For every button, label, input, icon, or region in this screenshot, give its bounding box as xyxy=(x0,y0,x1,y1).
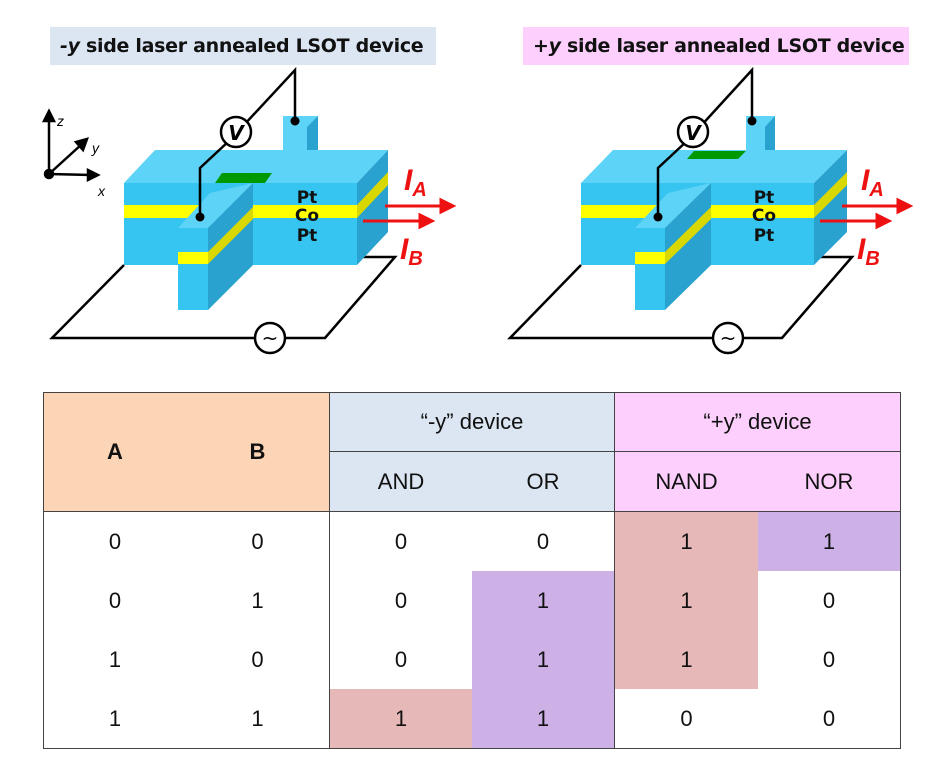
voltmeter-icon xyxy=(676,115,710,149)
layer-label-pt-top: Pt xyxy=(297,188,318,208)
cell-or: 1 xyxy=(472,689,615,749)
ac-source-symbol: ~ xyxy=(720,326,737,350)
left-device-title: -y side laser annealed LSOT device xyxy=(50,27,436,65)
voltmeter-icon xyxy=(219,115,253,149)
title-axis-label: +y xyxy=(533,35,561,57)
ac-source-icon xyxy=(253,321,287,355)
laser-spot xyxy=(687,151,746,159)
cell-b: 1 xyxy=(186,571,330,630)
title-text: side laser annealed LSOT device xyxy=(560,35,905,57)
current-b-label: IB xyxy=(857,233,880,270)
cell-nand: 1 xyxy=(614,630,758,689)
truth-table: A B “-y” device “+y” device AND OR NAND … xyxy=(43,392,901,749)
cell-b: 0 xyxy=(186,630,330,689)
title-axis-label: -y xyxy=(60,35,80,57)
cell-or: 1 xyxy=(472,630,615,689)
right-device-diagram: ~ Pt Co Pt V IA IB xyxy=(507,66,914,355)
cell-or: 1 xyxy=(472,571,615,630)
cell-and: 0 xyxy=(394,646,408,672)
axis-z-label: z xyxy=(56,113,64,129)
voltmeter-symbol: V xyxy=(685,121,702,145)
cell-a: 1 xyxy=(43,689,186,749)
layer-label-pt-bottom: Pt xyxy=(754,226,775,246)
cell-b: 1 xyxy=(186,689,330,749)
table-row: 0 0 0 0 1 1 xyxy=(43,511,901,571)
circuit-wire xyxy=(286,255,398,340)
cell-a: 0 xyxy=(43,571,186,630)
cell-nor: 0 xyxy=(758,571,901,630)
cell-nor: 1 xyxy=(758,511,901,571)
cell-and: 0 xyxy=(394,587,408,613)
header-or: OR xyxy=(472,451,615,512)
header-neg-y-device: “-y” device xyxy=(329,392,615,452)
layer-label-co: Co xyxy=(295,206,319,226)
current-arrows xyxy=(363,197,457,230)
current-a-label: IA xyxy=(404,164,427,201)
table-row: 1 0 0 1 1 0 xyxy=(43,630,901,689)
layer-label-pt-bottom: Pt xyxy=(297,226,318,246)
table-row: 0 1 0 1 1 0 xyxy=(43,571,901,630)
current-arrows xyxy=(820,197,914,230)
axis-x-label: x xyxy=(97,183,106,199)
axes-icon xyxy=(41,108,101,183)
voltmeter-symbol: V xyxy=(228,121,245,145)
layer-label-pt-top: Pt xyxy=(754,188,775,208)
cell-a: 1 xyxy=(43,630,186,689)
header-pos-y-device: “+y” device xyxy=(614,392,901,452)
header-a: A xyxy=(43,392,186,512)
cell-nor: 0 xyxy=(758,689,901,749)
cell-and: 1 xyxy=(329,689,472,749)
cell-nand: 1 xyxy=(614,511,758,571)
laser-spot xyxy=(215,173,272,183)
cell-b: 0 xyxy=(186,511,330,571)
device-front-arm xyxy=(635,228,665,310)
header-nor: NOR xyxy=(758,451,901,512)
device-front-arm xyxy=(178,228,208,310)
left-device-diagram: z y x ~ Pt Co Pt V IA IB xyxy=(41,66,457,355)
cell-nand: 0 xyxy=(614,689,758,749)
header-and: AND xyxy=(329,451,472,512)
cell-and: 0 xyxy=(394,528,408,554)
table-subheader-row: AND OR NAND NOR xyxy=(44,451,901,512)
device-main-bar xyxy=(124,150,388,183)
table-row: 1 1 1 1 0 0 xyxy=(43,689,901,749)
circuit-wire xyxy=(507,264,715,340)
cell-nand: 1 xyxy=(614,571,758,630)
current-a-label: IA xyxy=(861,164,884,201)
circuit-wire xyxy=(743,255,855,340)
table-header-row: A B “-y” device “+y” device xyxy=(43,392,901,512)
circuit-wire xyxy=(49,264,258,340)
ac-source-icon xyxy=(711,321,745,355)
right-device-title: +y side laser annealed LSOT device xyxy=(523,27,909,65)
title-text: side laser annealed LSOT device xyxy=(79,35,424,57)
axis-y-label: y xyxy=(91,140,100,156)
cell-a: 0 xyxy=(43,511,186,571)
cell-nor: 0 xyxy=(758,630,901,689)
cell-or: 0 xyxy=(472,511,615,571)
device-main-bar xyxy=(581,150,847,183)
current-b-label: IB xyxy=(400,233,423,270)
layer-label-co: Co xyxy=(752,206,776,226)
header-b: B xyxy=(186,392,330,512)
header-nand: NAND xyxy=(614,451,758,512)
ac-source-symbol: ~ xyxy=(262,326,279,350)
